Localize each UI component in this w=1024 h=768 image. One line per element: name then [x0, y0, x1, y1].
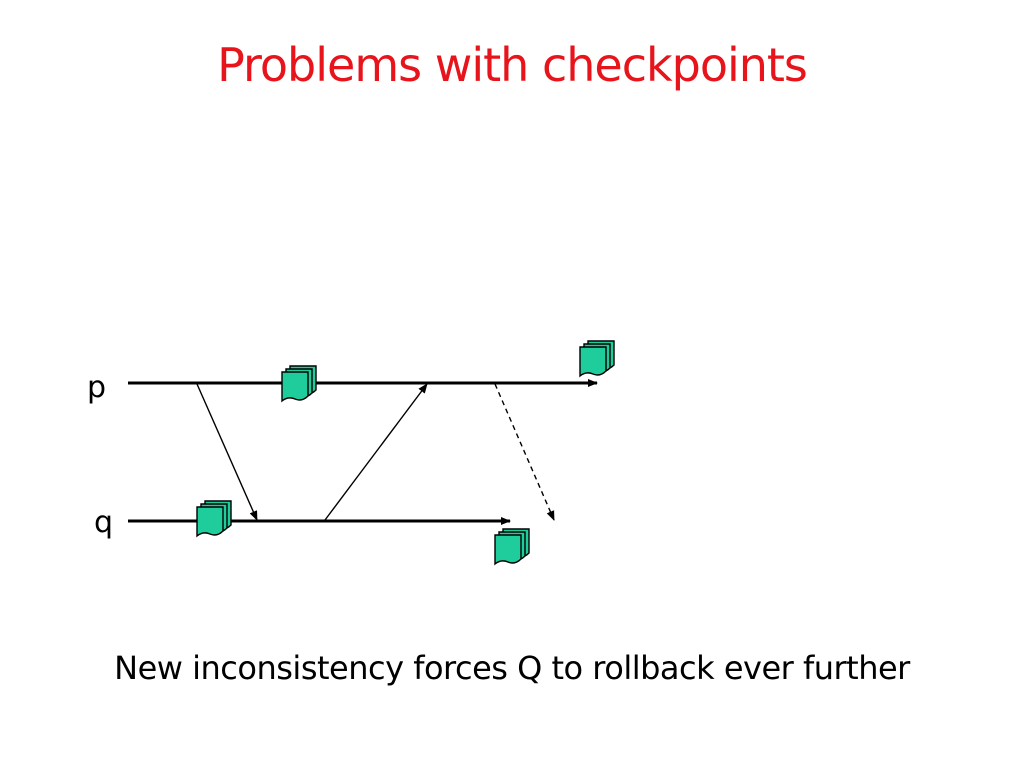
- process-label-p: p: [87, 370, 106, 405]
- checkpoint-q-2-stacked-document-icon: [494, 528, 530, 565]
- checkpoint-p-2-stacked-document-icon: [579, 340, 615, 377]
- process-label-q: q: [94, 505, 113, 540]
- checkpoint-q-1-stacked-document-icon: [196, 500, 232, 537]
- message-p-to-q: [196, 383, 258, 521]
- slide-title: Problems with checkpoints: [217, 38, 808, 92]
- message-q-to-p: [324, 383, 428, 521]
- slide-caption: New inconsistency forces Q to rollback e…: [114, 649, 910, 687]
- message-p-to-q-dashed: [494, 383, 555, 521]
- checkpoint-p-1-stacked-document-icon: [281, 365, 317, 402]
